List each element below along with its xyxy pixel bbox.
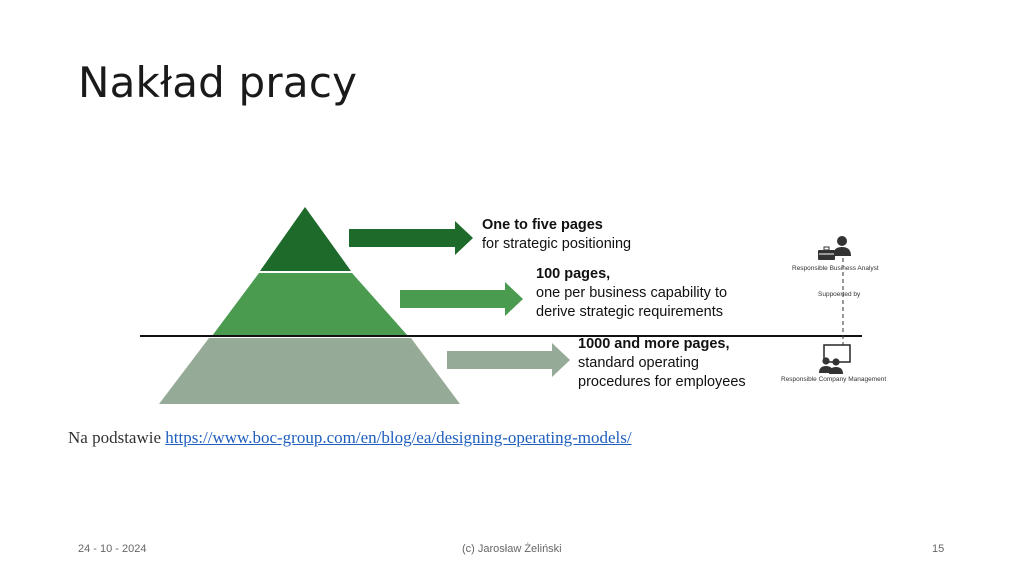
tier-1-heading: One to five pages — [482, 217, 603, 233]
footer-author: (c) Jarosław Żeliński — [462, 543, 562, 555]
tier-3-line: standard operating — [578, 355, 699, 371]
tier-3-label: 1000 and more pages, standard operating … — [578, 335, 746, 392]
pyramid-tier-top — [260, 207, 351, 271]
slide-title: Nakład pracy — [78, 58, 358, 107]
arrow-top — [349, 221, 473, 255]
footer-page-number: 15 — [932, 543, 945, 555]
business-analyst-icon — [818, 236, 851, 260]
tier-1-label: One to five pages for strategic position… — [482, 216, 631, 254]
tier-3-line: procedures for employees — [578, 374, 746, 390]
tier-2-line: one per business capability to — [536, 285, 728, 301]
company-management-label: Responsible Company Management — [781, 376, 887, 383]
source-note: Na podstawie https://www.boc-group.com/e… — [68, 428, 632, 448]
arrow-bottom — [447, 343, 570, 377]
business-analyst-label: Responsible Business Analyst — [792, 265, 879, 272]
tier-1-line: for strategic positioning — [482, 236, 632, 252]
tier-2-label: 100 pages, one per business capability t… — [536, 265, 727, 322]
pyramid-tier-bottom — [159, 338, 460, 404]
arrow-middle — [400, 282, 523, 316]
source-prefix: Na podstawie — [68, 428, 166, 447]
tier-2-line: derive strategic requirements — [536, 304, 723, 320]
source-link[interactable]: https://www.boc-group.com/en/blog/ea/des… — [165, 428, 632, 447]
supported-by-label: Suppoerted by — [818, 291, 861, 298]
company-management-icon — [819, 344, 851, 374]
footer-date: 24 - 10 - 2024 — [78, 543, 147, 555]
tier-2-heading: 100 pages, — [536, 266, 611, 282]
tier-3-heading: 1000 and more pages, — [578, 336, 730, 352]
pyramid-tier-middle — [212, 273, 408, 336]
